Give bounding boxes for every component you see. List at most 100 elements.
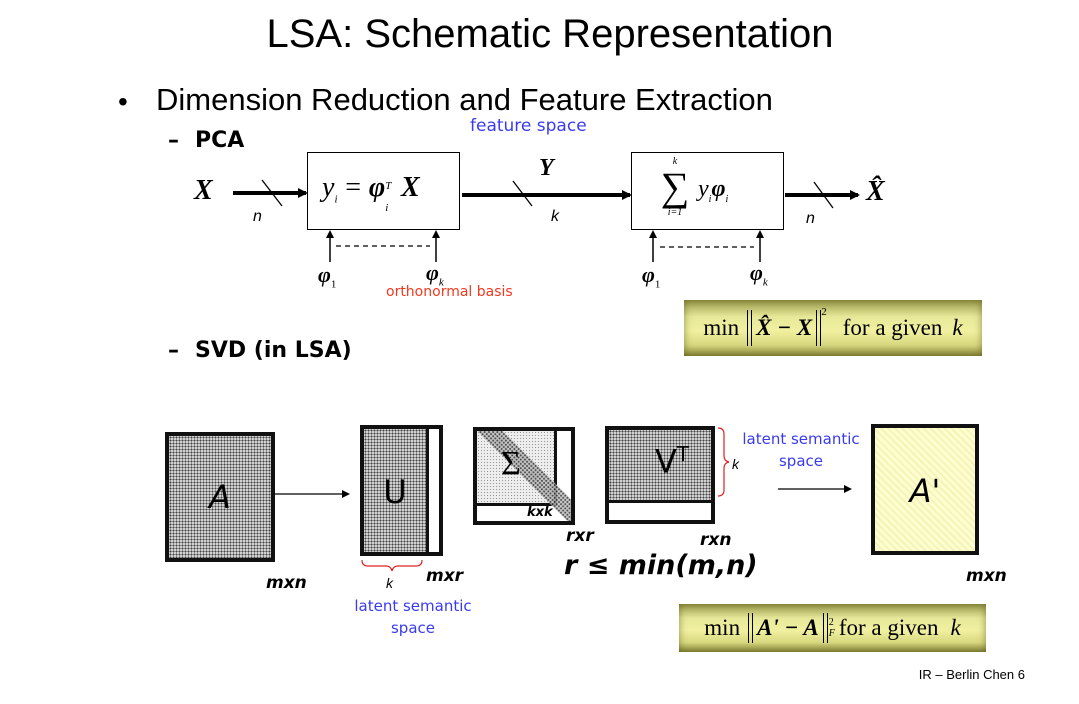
bullet-text: Dimension Reduction and Feature Extracti…: [156, 82, 773, 117]
term-phi: φ: [711, 176, 726, 202]
orthonormal-label: orthonormal basis: [386, 284, 513, 300]
power: 2: [828, 617, 834, 628]
y-sub: i: [334, 193, 338, 206]
svd-heading: –SVD (in LSA): [168, 338, 352, 363]
slide-footer: IR – Berlin Chen 6: [918, 667, 1025, 682]
mid-slash: [512, 180, 533, 207]
matrix-sigma-letter: Σ: [501, 445, 521, 482]
input-dim: n: [253, 208, 262, 225]
phi-sub: k: [438, 276, 444, 289]
norm-scripts: 2 F: [829, 617, 835, 639]
basis-last-label: φk: [426, 260, 444, 288]
matrix-vt: VT: [605, 426, 715, 524]
phi: φ: [750, 260, 763, 285]
phi: φ: [318, 262, 331, 287]
rank-constraint: r ≤ min(m,n): [564, 550, 758, 581]
matrix-u-k-part: [364, 429, 429, 552]
sigma-kxk-label: kxk: [527, 505, 553, 520]
x-symbol: X: [401, 172, 420, 203]
matrix-vt-letter: VT: [655, 442, 689, 481]
latent-space-label-vt: latent semantic space: [738, 430, 864, 470]
matrix-vt-k: k: [732, 456, 739, 472]
svd-heading-text: SVD (in LSA): [195, 338, 352, 363]
phi: φ: [426, 260, 439, 285]
tail: for a given: [842, 315, 943, 340]
matrix-vt-dims: rxn: [700, 530, 732, 550]
mid-dim: k: [551, 208, 559, 225]
svd-objective-box: min A' − A 2 F for a given k: [679, 604, 986, 652]
phi-sup: T: [385, 180, 392, 192]
feature-space-label: feature space: [470, 116, 587, 136]
sum-bottom: i=1: [667, 207, 683, 218]
term-phi-sub: i: [725, 193, 729, 205]
pca-heading-text: PCA: [195, 128, 245, 153]
sum-top: k: [672, 156, 678, 167]
matrix-u: U: [360, 425, 443, 556]
dash: –: [168, 338, 179, 363]
phi-sub: k: [762, 276, 768, 289]
pca-objective-box: min X̂ − X 2 for a given k: [684, 300, 982, 356]
latent-line-2: space: [390, 619, 435, 637]
decoder-box: k ∑ i=1 yiφi: [631, 152, 784, 230]
pca-objective: min X̂ − X 2 for a given k: [684, 300, 982, 356]
power: 2: [821, 306, 827, 318]
phi-sub: i: [385, 202, 389, 214]
k: k: [950, 615, 961, 640]
y-symbol: y: [322, 172, 335, 203]
phi-sub: 1: [654, 278, 661, 291]
matrix-a: A: [165, 432, 275, 562]
term-y: y: [698, 176, 709, 202]
matrix-a-prime: A': [871, 424, 979, 555]
basis-last-label-2: φk: [750, 260, 768, 288]
matrix-a-letter: A: [209, 478, 231, 516]
mid-symbol: Y: [539, 155, 554, 181]
latent-line-1: latent semantic: [354, 597, 472, 615]
matrix-sigma: Σ kxk: [473, 427, 575, 525]
tail: for a given: [838, 615, 939, 640]
vt-v: V: [655, 442, 677, 481]
matrix-vt-k-part: [609, 430, 711, 503]
matrix-u-k: k: [386, 575, 393, 591]
equals: =: [345, 172, 362, 203]
matrix-u-letter: U: [383, 473, 407, 511]
pca-heading: –PCA: [168, 128, 244, 153]
phi-sub: 1: [330, 278, 337, 291]
latent-line-2: space: [778, 452, 823, 470]
basis-first-label-2: φ1: [642, 262, 660, 290]
norm-bar-right: [822, 613, 828, 643]
matrix-a-prime-dims: mxn: [966, 566, 1007, 586]
sum-block: k ∑ i=1: [660, 157, 690, 219]
norm-expr: X̂ − X: [756, 315, 813, 340]
basis-first-label: φ1: [318, 262, 336, 290]
u-k-brace: [361, 559, 423, 572]
min: min: [703, 315, 740, 340]
vt-k-brace: [717, 427, 730, 497]
norm-bar-right: [816, 310, 822, 346]
latent-space-label-u: latent semantic space: [354, 597, 472, 637]
phi-symbol: φ: [368, 172, 386, 203]
latent-line-1: latent semantic: [742, 430, 860, 448]
vt-sup: T: [676, 442, 690, 466]
bullet-dot: •: [118, 86, 128, 117]
frobenius-sub: F: [828, 628, 835, 639]
min: min: [704, 615, 741, 640]
norm-expr: A' − A: [757, 615, 819, 640]
matrix-u-dims: mxr: [426, 566, 464, 586]
input-symbol: X: [194, 175, 213, 206]
norm-bar-left: [747, 310, 753, 346]
input-slash: [261, 179, 283, 207]
matrix-sigma-dims: rxr: [566, 526, 594, 546]
slide-title: LSA: Schematic Representation: [266, 12, 834, 56]
matrix-a-dims: mxn: [266, 573, 307, 593]
matrix-a-prime-letter: A': [909, 472, 941, 510]
sum-term: yiφi: [698, 175, 728, 205]
sum-sign: ∑: [660, 164, 690, 209]
output-symbol: X̂: [866, 176, 885, 207]
term-y-sub: i: [708, 193, 712, 205]
k: k: [952, 315, 963, 340]
norm-bar-left: [748, 613, 754, 643]
